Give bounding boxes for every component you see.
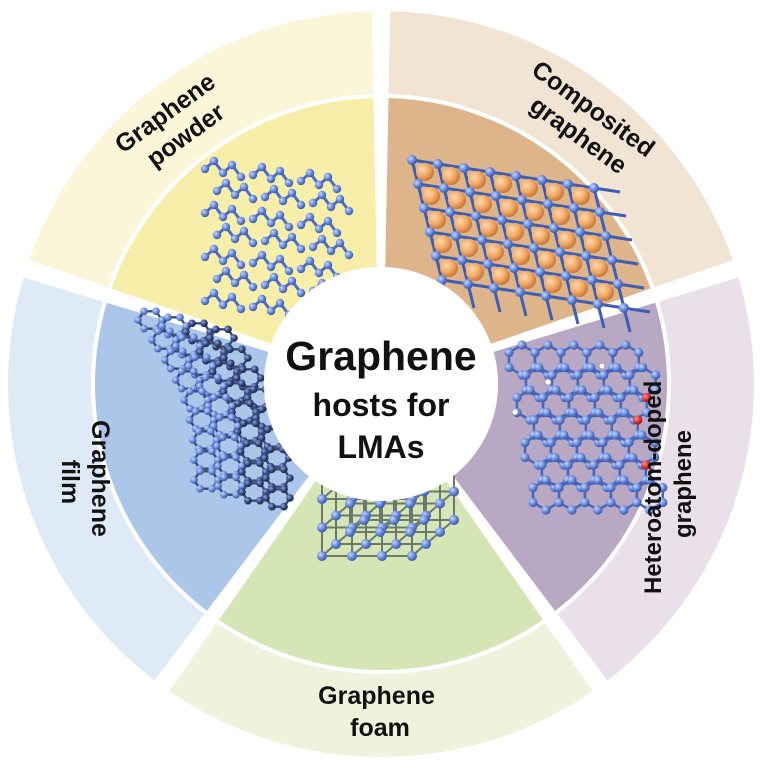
illustrations: [134, 155, 668, 561]
graphene-powder-illustration: [200, 156, 354, 326]
label-foam-line1: Graphene: [318, 682, 435, 710]
label-foam-line2: foam: [350, 714, 410, 742]
center-line2: hosts for: [313, 387, 450, 423]
inner-ring: [91, 94, 671, 674]
svg-text:Graphene film: Graphene film: [56, 420, 114, 544]
graphene-film-illustration: [134, 307, 294, 511]
label-heteroatom-doped-graphene: Heteroatom-doped graphene: [640, 374, 697, 594]
heteroatom-doped-graphene-illustration: [504, 340, 668, 515]
svg-text:Graphene foam: Graphene foam: [318, 682, 442, 742]
center-circle: [264, 267, 498, 501]
outer-ring: [4, 7, 758, 761]
label-film-line1: Graphene: [86, 420, 114, 537]
label-heteroatom-line2: graphene: [670, 430, 697, 538]
label-graphene-film: Graphene film: [56, 420, 114, 544]
label-graphene-foam: Graphene foam: [318, 682, 442, 742]
center-line3: LMAs: [337, 429, 424, 465]
label-film-line2: film: [56, 460, 84, 504]
composited-graphene-illustration: [407, 155, 651, 333]
center-title: Graphene: [285, 333, 476, 379]
svg-text:Heteroatom-doped graphen: Heteroatom-doped graphene: [640, 374, 697, 594]
label-heteroatom-line1: Heteroatom-doped: [640, 381, 667, 594]
